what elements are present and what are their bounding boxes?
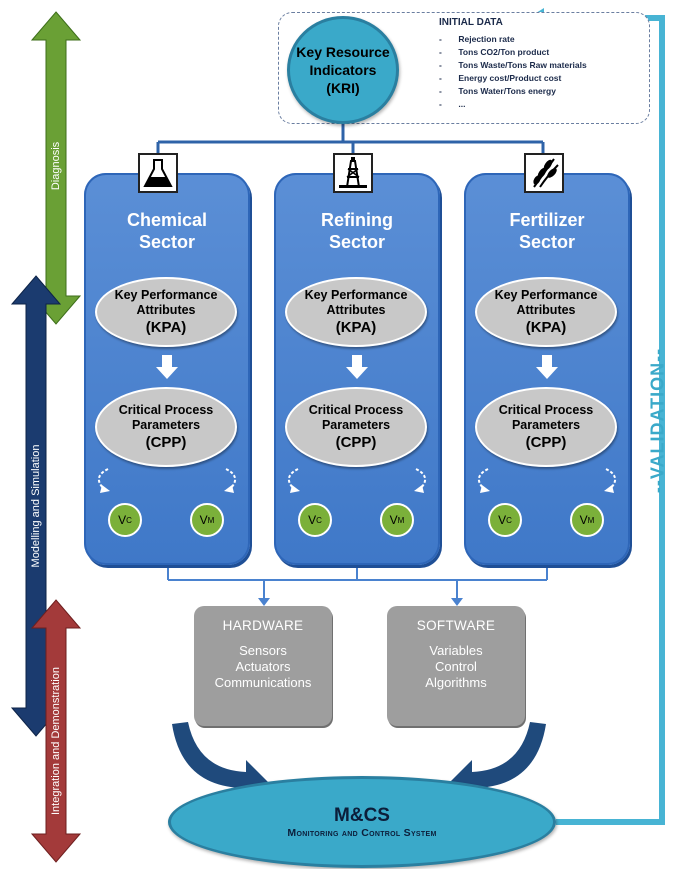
hardware-item: Communications [214,675,312,690]
kri-circle: Key Resource Indicators (KRI) [287,16,399,124]
integration-arrow [30,599,82,863]
software-item: Control [435,659,477,674]
hardware-box: HARDWARE Sensors Actuators Communication… [194,606,332,726]
cycle-arrows-icon [477,468,617,493]
hardware-to-mcs-arrow [172,722,268,800]
down-arrow-icon [536,355,558,379]
flask-icon [138,153,178,193]
refinery-tower-icon [333,153,373,193]
modelling-arrow [10,275,62,737]
modelling-label: Modelling and Simulation [30,444,42,568]
kri-connectors [156,122,545,155]
initial-data-title: INITIAL DATA [439,17,503,28]
software-item: Algorithms [425,675,487,690]
kri-line2: Indicators [309,62,377,78]
software-box: SOFTWARE Variables Control Algorithms [387,606,525,726]
diagnosis-label: Diagnosis [50,141,62,191]
hardware-title: HARDWARE [222,618,304,633]
software-item: Variables [429,643,483,658]
mcs-subtitle: Monitoring and Control System [287,827,437,839]
sector-connectors [167,565,548,600]
software-title: SOFTWARE [416,618,496,633]
cycle-arrows-icon [287,468,427,493]
integration-label: Integration and Demonstration [50,667,62,815]
down-arrow-icon [156,355,178,379]
initial-data-list: - Rejection rate - Tons CO2/Ton product … [439,33,587,111]
initial-data-item: - Energy cost/Product cost [439,73,562,83]
mcs-title: M&CS [334,805,390,826]
diagnosis-arrow [30,11,82,325]
cycle-arrows-icon [97,468,237,493]
wheat-icon [524,153,564,193]
software-to-mcs-arrow [450,722,546,800]
hardware-item: Actuators [235,659,291,674]
initial-data-item: - Tons CO2/Ton product [439,47,550,57]
initial-data-item: - Tons Waste/Tons Raw materials [439,60,587,70]
mcs-ellipse: M&CS Monitoring and Control System [168,776,556,868]
initial-data-item: - ... [439,99,466,109]
initial-data-item: - Rejection rate [439,34,515,44]
kri-line3: (KRI) [326,80,360,96]
hardware-item: Sensors [239,643,287,658]
kri-line1: Key Resource [296,44,390,60]
initial-data-item: - Tons Water/Tons energy [439,86,556,96]
validation-label: --VALIDATION-- [647,347,668,494]
down-arrow-icon [346,355,368,379]
